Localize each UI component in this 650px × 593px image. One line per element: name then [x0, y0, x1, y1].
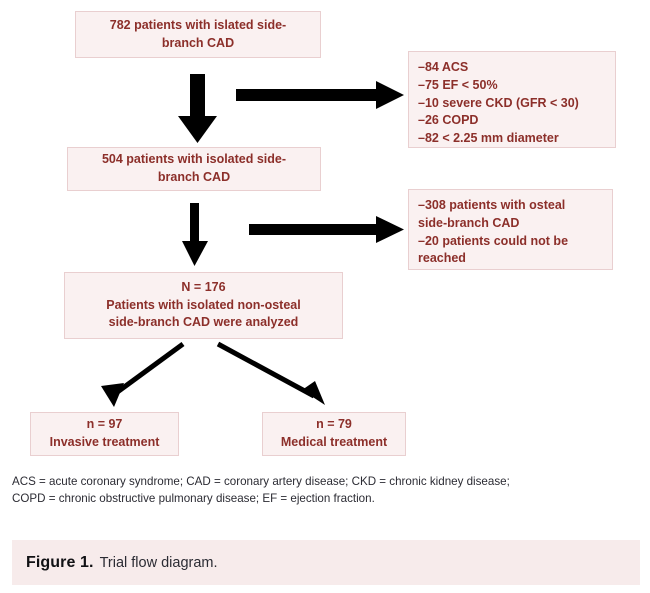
flow-node-enrolled-line-2: branch CAD	[161, 35, 235, 50]
exclusion-1-item-3: –10 severe CKD (GFR < 30)	[418, 95, 579, 110]
exclusion-1-item-1: –84 ACS	[418, 60, 469, 74]
exclusion-2-item-2-line-2: reached	[418, 251, 466, 266]
arrow-enrolled-to-excluded1	[236, 81, 404, 109]
arrow-enrolled-to-eligible	[178, 74, 217, 143]
flow-node-medical-label: Medical treatment	[280, 435, 388, 449]
flow-node-analyzed-count: N = 176	[181, 279, 226, 294]
figure-caption-label: Figure 1.	[26, 553, 94, 571]
exclusion-1-item-4: –26 COPD	[418, 113, 479, 128]
figure-caption-text: Trial flow diagram.	[99, 554, 218, 571]
exclusion-1-item-5: –82 < 2.25 mm diameter	[418, 131, 559, 145]
flow-node-enrolled: 782 patients with islated side- branch C…	[75, 11, 321, 58]
flow-node-medical-count: n = 79	[316, 417, 352, 432]
abbreviations-footnote: ACS = acute coronary syndrome; CAD = cor…	[12, 473, 638, 507]
flow-node-eligible: 504 patients with isolated side- branch …	[67, 147, 321, 191]
flow-node-eligible-line-1: 504 patients with isolated side-	[101, 152, 287, 167]
arrow-analyzed-to-medical	[216, 341, 325, 405]
flow-node-excluded-first: –84 ACS –75 EF < 50% –10 severe CKD (GFR…	[408, 51, 616, 148]
figure-caption-band: Figure 1. Trial flow diagram.	[12, 540, 640, 585]
flow-node-invasive-label: Invasive treatment	[49, 435, 160, 449]
exclusion-2-item-2-line-1: –20 patients could not be	[418, 233, 569, 248]
exclusion-2-item-1-line-2: side-branch CAD	[418, 215, 520, 230]
flow-node-invasive-count: n = 97	[86, 417, 123, 432]
abbreviations-line-1: ACS = acute coronary syndrome; CAD = cor…	[12, 475, 510, 488]
flow-node-analyzed-line-2: Patients with isolated non-osteal	[106, 297, 301, 312]
flow-node-excluded-second: –308 patients with osteal side-branch CA…	[408, 189, 613, 270]
exclusion-1-item-2: –75 EF < 50%	[418, 77, 498, 92]
flow-node-medical-arm: n = 79 Medical treatment	[262, 412, 406, 456]
abbreviations-line-2: COPD = chronic obstructive pulmonary dis…	[12, 492, 375, 506]
arrow-eligible-to-analyzed	[182, 203, 208, 266]
flow-node-analyzed-line-3: side-branch CAD were analyzed	[108, 315, 299, 330]
flow-node-analyzed: N = 176 Patients with isolated non-ostea…	[64, 272, 343, 339]
arrow-eligible-to-excluded2	[249, 216, 404, 243]
arrow-analyzed-to-invasive	[101, 341, 185, 407]
flow-node-enrolled-line-1: 782 patients with islated side-	[109, 17, 287, 32]
flow-node-invasive-arm: n = 97 Invasive treatment	[30, 412, 179, 456]
exclusion-2-item-1-line-1: –308 patients with osteal	[418, 198, 566, 212]
flow-node-eligible-line-2: branch CAD	[157, 170, 231, 184]
